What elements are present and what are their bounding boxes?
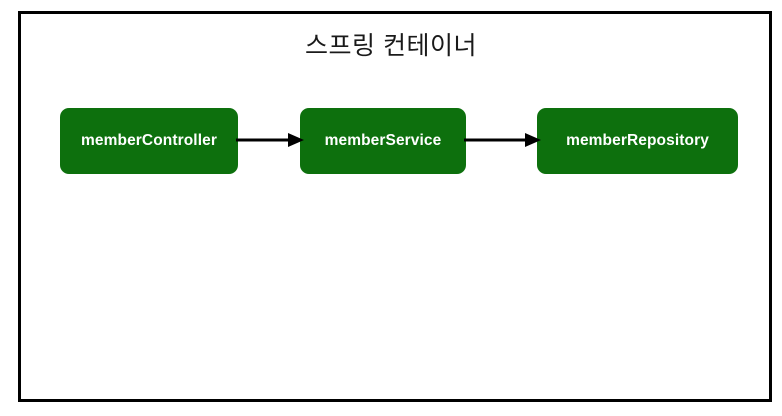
bean-node-member-controller[interactable]: memberController — [60, 108, 238, 174]
bean-node-label: memberService — [324, 132, 442, 149]
bean-node-member-repository[interactable]: memberRepository — [537, 108, 738, 174]
arrow-controller-to-service — [236, 133, 304, 147]
bean-node-label: memberRepository — [566, 132, 709, 149]
arrow-service-to-repository — [464, 133, 541, 147]
spring-container-frame — [18, 11, 772, 402]
page-title: 스프링 컨테이너 — [305, 32, 477, 60]
bean-node-label: memberController — [81, 132, 217, 149]
bean-node-member-service[interactable]: memberService — [300, 108, 466, 174]
